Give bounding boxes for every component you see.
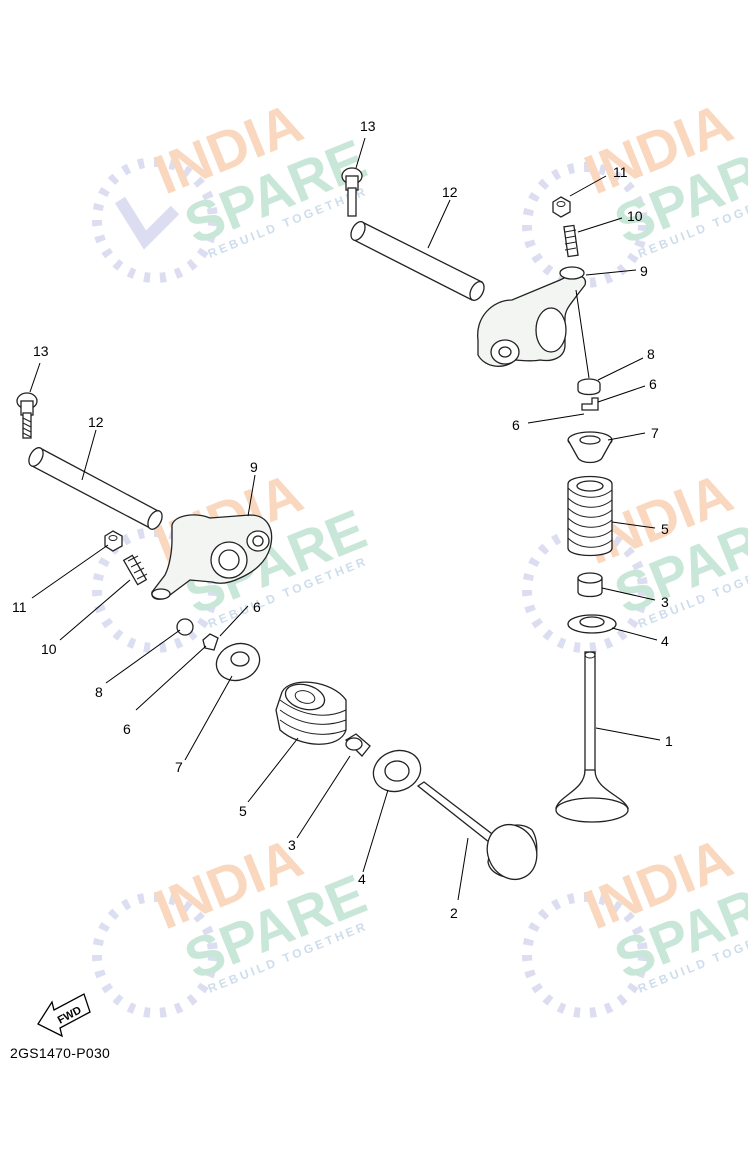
bolt-13-right bbox=[341, 167, 363, 217]
callout-4-right: 4 bbox=[661, 633, 669, 649]
callout-6b-left: 6 bbox=[123, 721, 131, 737]
cotter-6-left bbox=[202, 633, 219, 651]
callout-8-left: 8 bbox=[95, 684, 103, 700]
callout-7-left: 7 bbox=[175, 759, 183, 775]
rocker-shaft-12-left bbox=[28, 447, 163, 530]
callout-3-right: 3 bbox=[661, 594, 669, 610]
callout-8-right: 8 bbox=[647, 346, 655, 362]
callout-11-right: 11 bbox=[613, 164, 628, 180]
adjuster-10-left bbox=[122, 554, 148, 586]
watermark-bottom-right: INDIA SPARE REBUILD TOGETHER bbox=[522, 826, 748, 1018]
oil-seal-3-right bbox=[577, 572, 603, 598]
callout-9-right: 9 bbox=[640, 263, 648, 279]
callout-12-left: 12 bbox=[88, 414, 104, 430]
valve-spring-5-right bbox=[567, 475, 613, 557]
callout-5-right: 5 bbox=[661, 521, 669, 537]
callout-6a-right: 6 bbox=[649, 376, 657, 392]
rocker-arm-9-left bbox=[151, 514, 273, 600]
diagram-code: 2GS1470-P030 bbox=[10, 1045, 111, 1061]
valve-2-intake bbox=[416, 781, 538, 880]
nut-11-right bbox=[552, 196, 571, 218]
callout-7-right: 7 bbox=[651, 425, 659, 441]
pad-8-right bbox=[577, 378, 601, 396]
leader-lines bbox=[29, 137, 661, 901]
callout-1-right: 1 bbox=[665, 733, 673, 749]
watermark-top-right: INDIA SPARE REBUILD TOGETHER bbox=[522, 91, 748, 288]
valve-1-exhaust bbox=[555, 651, 630, 823]
callout-10-right: 10 bbox=[627, 208, 643, 224]
bolt-13-left bbox=[16, 392, 38, 439]
cotter-6-right bbox=[581, 397, 599, 411]
callout-4-left: 4 bbox=[358, 871, 366, 887]
callout-13-left: 13 bbox=[33, 343, 49, 359]
callout-6a-left: 6 bbox=[253, 599, 261, 615]
retainer-7-left bbox=[215, 642, 261, 682]
fwd-arrow-icon: FWD bbox=[37, 993, 91, 1038]
callout-12-right: 12 bbox=[442, 184, 458, 200]
retainer-7-right bbox=[567, 431, 613, 464]
nut-11-left bbox=[104, 530, 123, 552]
spring-seat-4-left bbox=[372, 749, 422, 793]
callout-10-left: 10 bbox=[41, 641, 57, 657]
valve-spring-5-left bbox=[275, 681, 347, 745]
oil-seal-3-left bbox=[344, 733, 371, 757]
watermark-bottom-left: INDIA SPARE REBUILD TOGETHER bbox=[92, 826, 375, 1018]
spring-seat-4-right bbox=[567, 614, 617, 634]
callout-11-left: 11 bbox=[12, 599, 27, 615]
callout-5-left: 5 bbox=[239, 803, 247, 819]
rocker-shaft-12-right bbox=[350, 221, 485, 301]
callout-13-right: 13 bbox=[360, 118, 376, 134]
adjuster-10-right bbox=[563, 224, 579, 258]
callout-9-left: 9 bbox=[250, 459, 258, 475]
callout-6b-right: 6 bbox=[512, 417, 520, 433]
callout-3-left: 3 bbox=[288, 837, 296, 853]
watermark-middle-right: INDIA SPARE REBUILD TOGETHER bbox=[522, 461, 748, 653]
watermark-top-left: INDIA SPARE REBUILD TOGETHER bbox=[92, 91, 375, 283]
callout-2-left: 2 bbox=[450, 905, 458, 921]
pad-8-left bbox=[176, 618, 194, 636]
rocker-arm-9-right bbox=[477, 266, 587, 367]
